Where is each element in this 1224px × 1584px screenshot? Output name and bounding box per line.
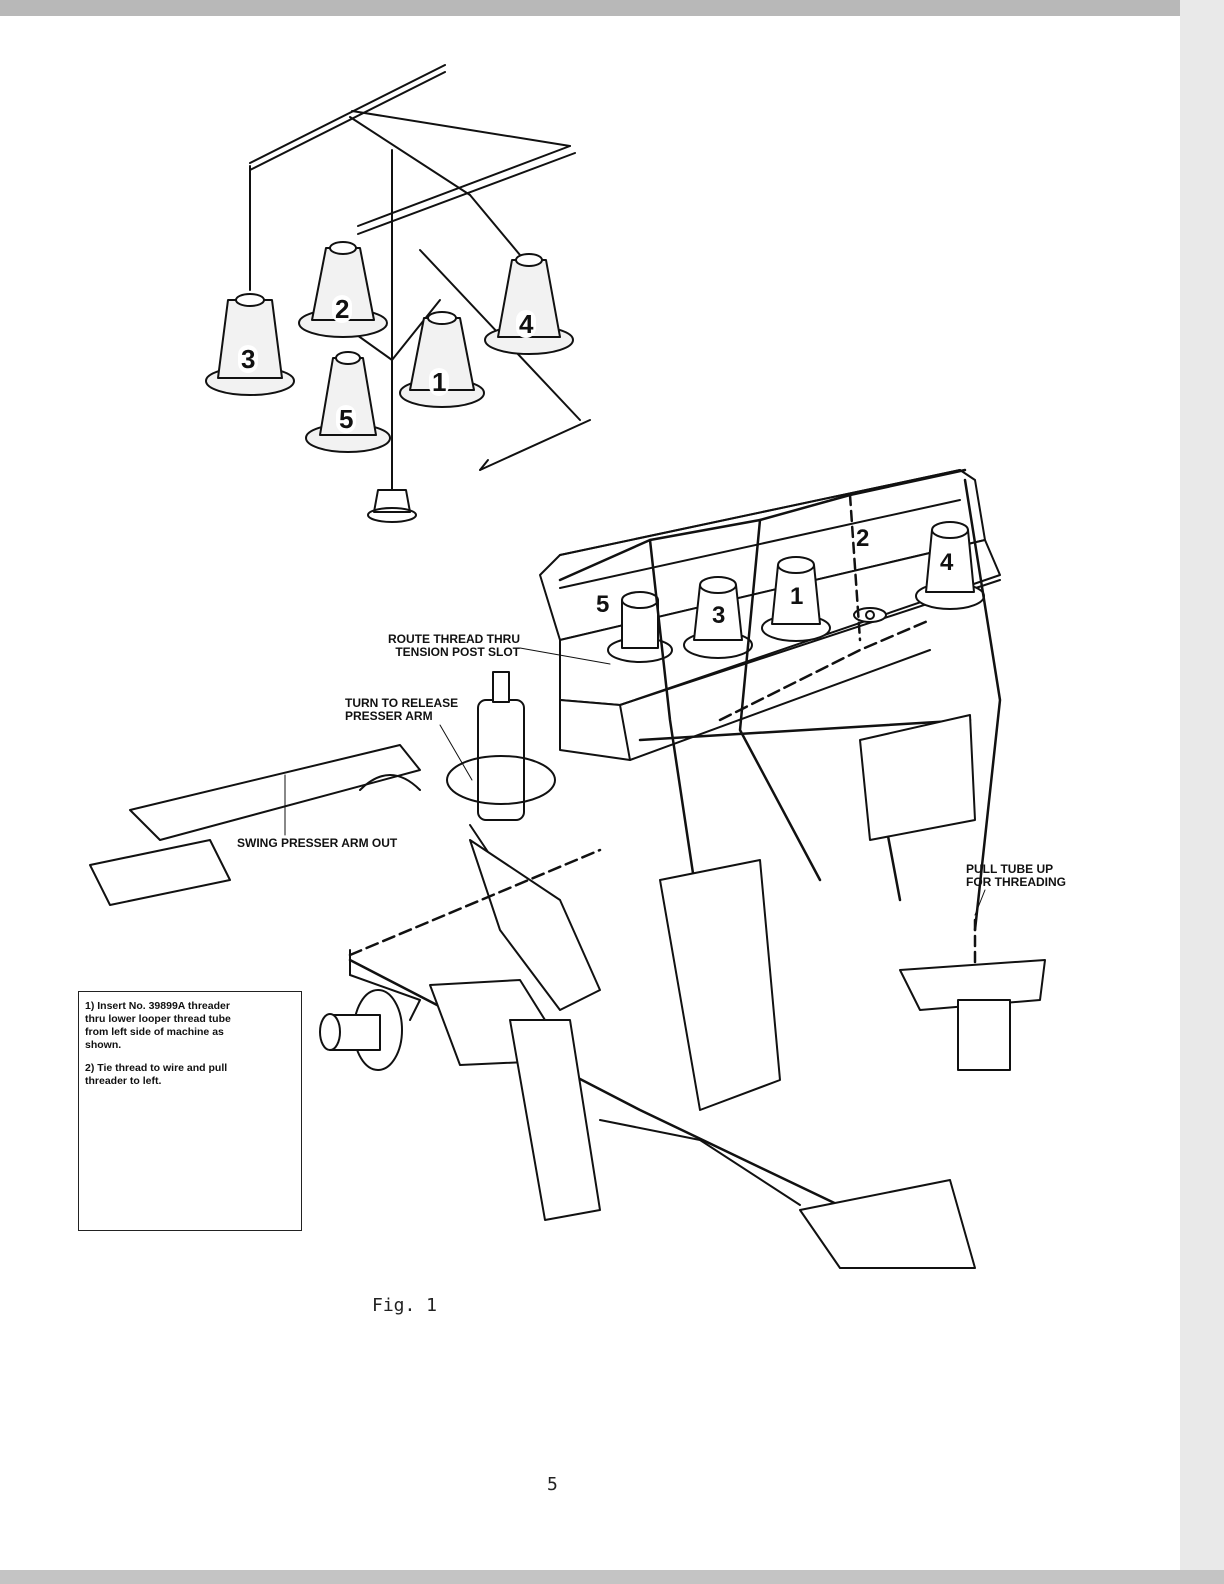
route-thread-callout: ROUTE THREAD THRU TENSION POST SLOT [388, 633, 520, 659]
page-number: 5 [547, 1474, 558, 1495]
post-label-5: 5 [596, 592, 609, 618]
inset-step-1: 1) Insert No. 39899A threader thru lower… [85, 1000, 235, 1052]
cone-label-4: 4 [516, 310, 536, 338]
threader-inset-box: 1) Insert No. 39899A threader thru lower… [78, 991, 302, 1231]
release-presser-callout: TURN TO RELEASE PRESSER ARM [345, 697, 458, 723]
cone-label-5: 5 [336, 405, 356, 433]
cone-label-2: 2 [332, 295, 352, 323]
post-label-3: 3 [712, 603, 725, 629]
cone-label-1: 1 [429, 368, 449, 396]
cone-label-3: 3 [238, 345, 258, 373]
inset-step-2: 2) Tie thread to wire and pull threader … [85, 1062, 235, 1088]
thread-cone-4 [485, 254, 573, 354]
pull-tube-callout: PULL TUBE UP FOR THREADING [966, 863, 1066, 889]
figure-caption: Fig. 1 [372, 1295, 437, 1316]
post-label-1: 1 [790, 584, 803, 610]
inset-instructions: 1) Insert No. 39899A threader thru lower… [85, 1000, 235, 1098]
looper-spool [320, 950, 420, 1070]
post-label-4: 4 [940, 550, 953, 576]
post-label-2: 2 [856, 526, 869, 552]
thread-cone-5 [306, 352, 390, 452]
swing-presser-callout: SWING PRESSER ARM OUT [237, 837, 397, 850]
